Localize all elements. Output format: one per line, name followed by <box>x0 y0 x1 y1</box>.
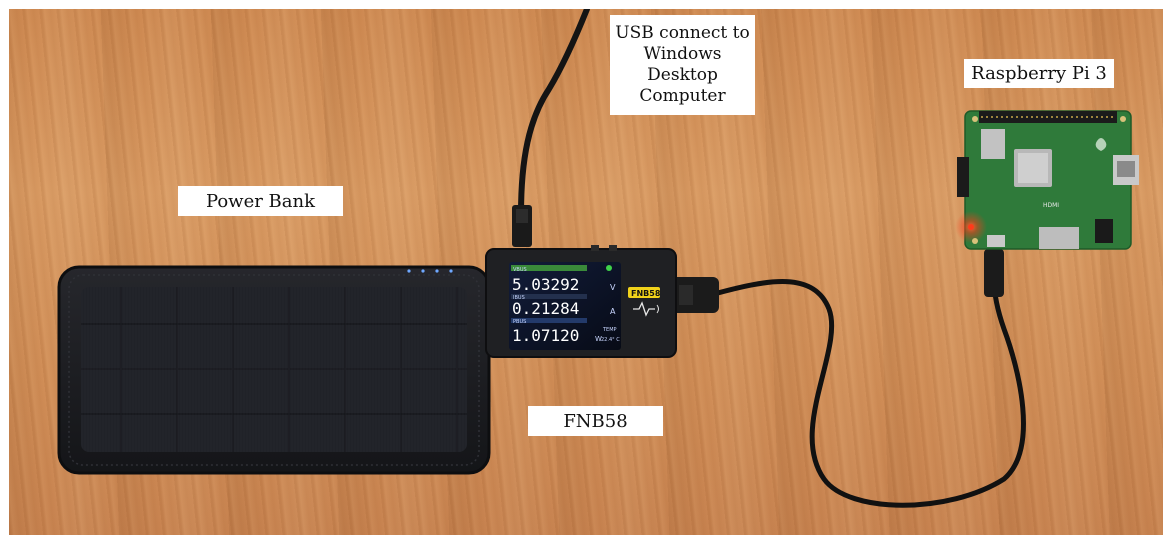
indicator-led-2 <box>421 269 425 273</box>
current-value: 0.21284 <box>512 299 579 318</box>
indicator-led-1 <box>407 269 411 273</box>
raspberry-pi-board: HDMI <box>955 110 1139 250</box>
raspberry-logo-icon <box>1095 138 1107 151</box>
power-label: PBUS <box>513 319 526 325</box>
micro-usb-plug-pi <box>984 249 1004 297</box>
hdmi-port <box>1039 227 1079 249</box>
power-value: 1.07120 <box>512 326 579 345</box>
current-unit: A <box>610 307 616 316</box>
wifi-chip <box>981 129 1005 159</box>
brand-text: FNB58 <box>631 289 661 298</box>
usb-label-line-3: Desktop <box>647 65 718 85</box>
meter-screen <box>509 262 621 350</box>
photo-illustration: VBUS 5.03292 V IBUS 0.21284 A PBUS 1.071… <box>57 9 1139 508</box>
usb-plug-meter <box>671 277 719 313</box>
usb-label-line-1: USB connect to <box>615 23 750 43</box>
fnb58-meter: VBUS 5.03292 V IBUS 0.21284 A PBUS 1.071… <box>485 245 677 358</box>
temp-label: TEMP <box>602 327 617 333</box>
photo-scene: VBUS 5.03292 V IBUS 0.21284 A PBUS 1.071… <box>9 9 1163 535</box>
status-led <box>606 265 612 271</box>
power-unit: W <box>595 335 602 343</box>
hdmi-text: HDMI <box>1043 202 1059 209</box>
current-label: IBUS <box>513 295 525 301</box>
indicator-led-4 <box>449 269 453 273</box>
power-bank-label: Power Bank <box>178 186 343 216</box>
indicator-led-3 <box>435 269 439 273</box>
micro-usb-port <box>987 235 1005 247</box>
usb-label-line-2: Windows <box>643 44 722 64</box>
voltage-value: 5.03292 <box>512 275 579 294</box>
voltage-unit: V <box>610 283 616 292</box>
temp-value: 22.4° C <box>601 337 620 343</box>
usb-cable-to-pi <box>711 276 1026 508</box>
pulse-icon <box>633 301 655 317</box>
raspberry-pi-label: Raspberry Pi 3 <box>964 59 1114 88</box>
usb-cable-to-desktop <box>518 9 590 217</box>
usb-connect-label: USB connect to Windows Desktop Computer <box>610 15 755 115</box>
brand-badge <box>628 287 660 298</box>
power-led <box>968 224 974 230</box>
usb-label-line-4: Computer <box>639 86 726 106</box>
voltage-label: VBUS <box>513 267 527 273</box>
fnb58-label: FNB58 <box>528 406 663 436</box>
power-bank <box>57 265 491 475</box>
